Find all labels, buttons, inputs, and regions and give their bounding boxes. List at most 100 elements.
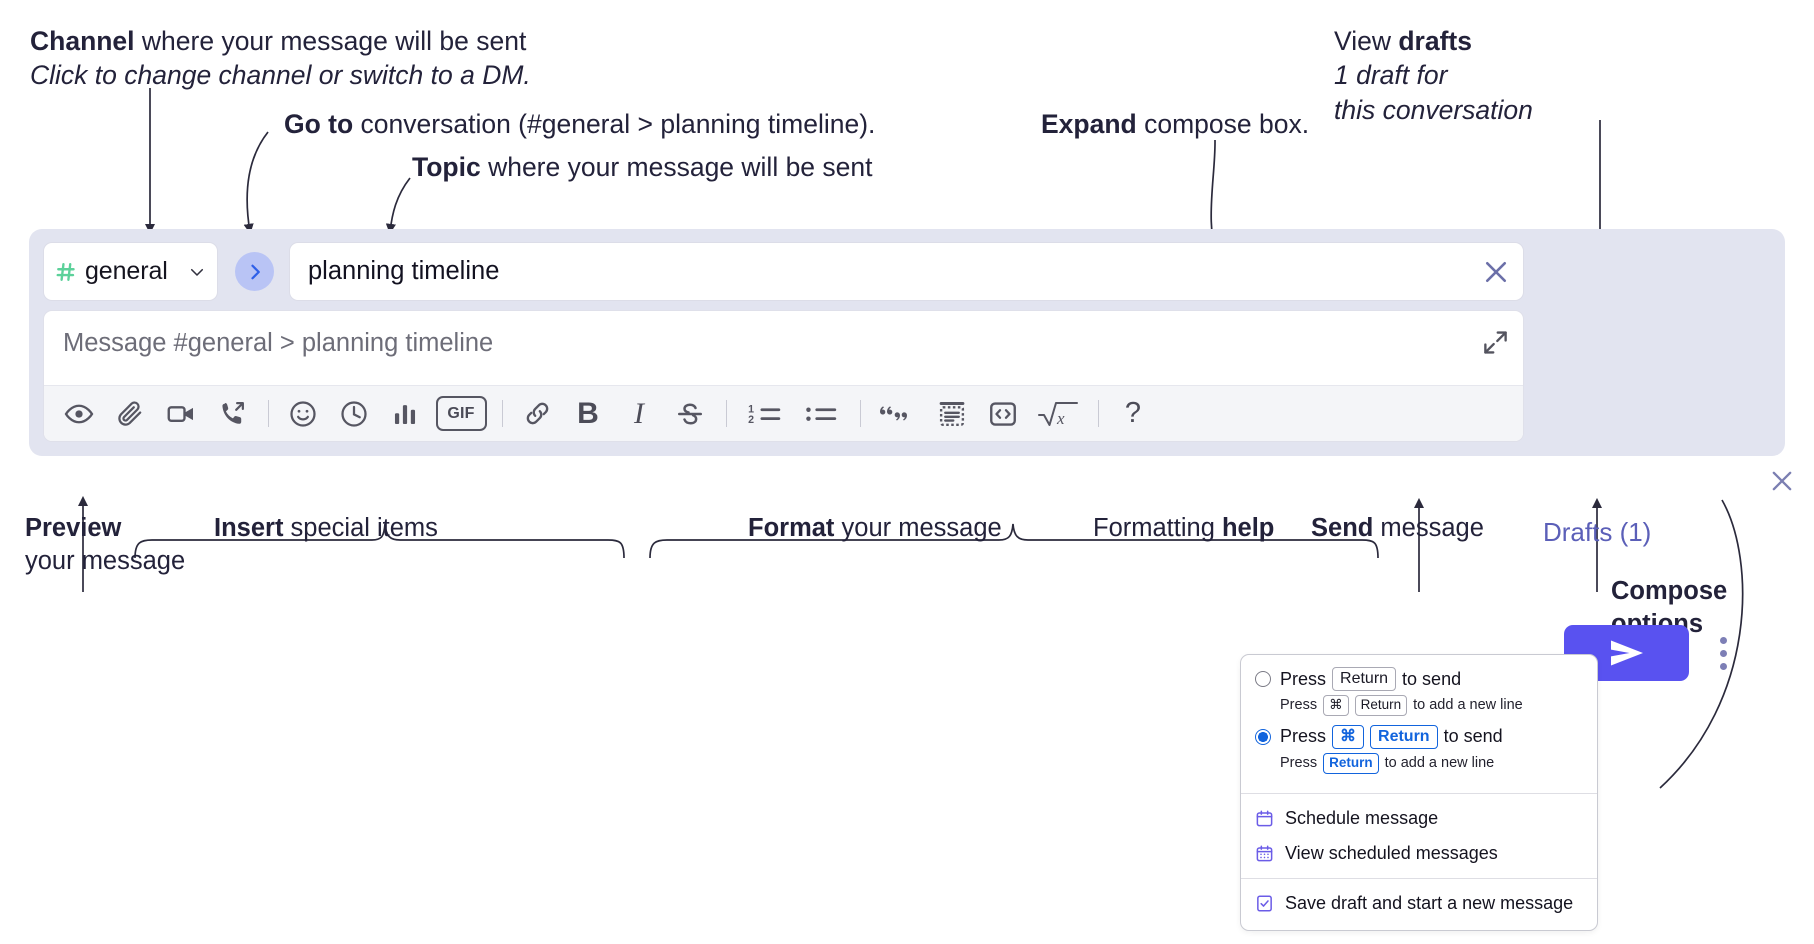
- expand-diagonal-icon[interactable]: [1482, 329, 1509, 356]
- italic-icon[interactable]: I: [618, 393, 660, 435]
- toolbar-divider: [502, 400, 503, 427]
- annotation-insert-rest: special items: [283, 514, 438, 542]
- help-question-icon[interactable]: ?: [1112, 393, 1154, 435]
- radio-selected-icon[interactable]: [1255, 728, 1271, 745]
- key-return: Return: [1323, 752, 1379, 774]
- annotation-goto-bold: Go to: [284, 109, 354, 139]
- toolbar-divider: [268, 400, 269, 427]
- channel-selector[interactable]: general: [43, 242, 218, 301]
- toolbar-divider: [1098, 400, 1099, 427]
- compose-widget: general planning timeline Message #gener…: [29, 229, 1792, 681]
- topic-value: planning timeline: [308, 257, 500, 285]
- bulleted-list-icon[interactable]: [797, 393, 845, 435]
- compose-options-menu: Press Return to send Press ⌘ Return to a…: [1240, 654, 1598, 931]
- close-icon[interactable]: [1481, 257, 1511, 287]
- send-option-return-post: to send: [1402, 668, 1462, 689]
- annotation-format-bold: Format: [748, 514, 835, 542]
- close-icon[interactable]: [1768, 467, 1796, 495]
- send-option-cmd-return[interactable]: Press ⌘ Return to send: [1241, 724, 1597, 749]
- formatting-toolbar: GIF B I: [44, 385, 1523, 441]
- blockquote-icon[interactable]: [874, 393, 922, 435]
- hint-post: to add a new line: [1384, 755, 1495, 772]
- italic-glyph: I: [634, 396, 644, 430]
- annotation-help-plain: Formatting: [1093, 514, 1222, 542]
- annotation-goto: Go to conversation (#general > planning …: [284, 107, 875, 141]
- compose-options-button[interactable]: [1709, 625, 1737, 681]
- menu-item-label: View scheduled messages: [1285, 842, 1498, 863]
- link-icon[interactable]: [516, 393, 558, 435]
- annotation-channel-sub: Click to change channel or switch to a D…: [30, 60, 531, 91]
- gif-icon[interactable]: GIF: [435, 393, 487, 435]
- clock-icon[interactable]: [333, 393, 375, 435]
- annotation-drafts-sub1: 1 draft for: [1334, 60, 1448, 91]
- compose-left-column: general planning timeline Message #gener…: [43, 242, 1524, 442]
- send-option-return-pre: Press: [1280, 668, 1327, 689]
- annotation-topic-rest: where your message will be sent: [480, 152, 873, 182]
- annotation-channel: Channel where your message will be sent …: [30, 24, 531, 93]
- send-option-cmd-return-pre: Press: [1280, 726, 1327, 747]
- drafts-link[interactable]: Drafts (1): [1543, 517, 1652, 547]
- annotation-preview-bold: Preview: [25, 514, 122, 542]
- send-option-cmd-return-hint: Press Return to add a new line: [1241, 752, 1597, 774]
- annotation-send-bold: Send: [1311, 514, 1374, 542]
- annotation-drafts: View drafts 1 draft for this conversatio…: [1334, 24, 1533, 127]
- calendar-icon: [1256, 810, 1273, 827]
- toolbar-divider: [860, 400, 861, 427]
- ordered-list-icon[interactable]: 1 2: [740, 393, 788, 435]
- paper-plane-icon: [1610, 640, 1643, 666]
- bar-chart-icon[interactable]: [384, 393, 426, 435]
- menu-item-save-draft[interactable]: Save draft and start a new message: [1241, 886, 1597, 921]
- vertical-dots-icon: [1719, 649, 1727, 657]
- hash-icon: [56, 262, 75, 281]
- annotation-topic-bold: Topic: [412, 152, 481, 182]
- annotation-help-bold: help: [1221, 514, 1275, 542]
- svg-text:2: 2: [748, 413, 754, 425]
- annotation-expand-bold: Expand: [1041, 109, 1137, 139]
- annotation-goto-rest: conversation (#general > planning timeli…: [353, 109, 876, 139]
- hint-post: to add a new line: [1413, 697, 1523, 714]
- svg-text:1: 1: [748, 403, 754, 415]
- menu-item-schedule-message[interactable]: Schedule message: [1241, 801, 1597, 836]
- calendar-dots-icon: [1256, 845, 1273, 862]
- strikethrough-icon[interactable]: [669, 393, 711, 435]
- menu-item-view-scheduled-messages[interactable]: View scheduled messages: [1241, 836, 1597, 871]
- hint-pre: Press: [1280, 697, 1318, 714]
- key-return: Return: [1354, 695, 1408, 716]
- annotation-insert: Insert special items: [214, 512, 438, 545]
- send-option-return[interactable]: Press Return to send: [1241, 667, 1597, 691]
- radio-unselected-icon[interactable]: [1255, 671, 1271, 687]
- annotation-format: Format your message: [748, 512, 1002, 545]
- bold-glyph: B: [577, 396, 599, 430]
- menu-item-label: Schedule message: [1285, 807, 1439, 828]
- annotation-help: Formatting help: [1093, 512, 1274, 545]
- video-camera-icon[interactable]: [160, 393, 202, 435]
- topic-input[interactable]: planning timeline: [289, 242, 1524, 301]
- emoji-smiley-icon[interactable]: [282, 393, 324, 435]
- annotation-preview-sub: your message: [25, 547, 186, 576]
- code-block-icon[interactable]: [931, 393, 973, 435]
- annotation-channel-rest: where your message will be sent: [134, 26, 527, 56]
- channel-name: general: [85, 257, 168, 285]
- inline-code-icon[interactable]: [982, 393, 1024, 435]
- vertical-dots-icon: [1719, 662, 1727, 670]
- key-command: ⌘: [1332, 724, 1365, 749]
- attach-paperclip-icon[interactable]: [109, 393, 151, 435]
- message-input-area[interactable]: Message #general > planning timeline: [43, 310, 1524, 442]
- bold-icon[interactable]: B: [567, 393, 609, 435]
- key-command: ⌘: [1323, 695, 1349, 716]
- goto-conversation-button[interactable]: [235, 252, 274, 291]
- vertical-dots-icon: [1719, 636, 1727, 644]
- annotation-drafts-bold: drafts: [1398, 26, 1472, 56]
- compose-header-row: general planning timeline: [43, 242, 1524, 301]
- audio-call-icon[interactable]: [211, 393, 253, 435]
- annotation-insert-bold: Insert: [214, 514, 284, 542]
- annotation-send-rest: message: [1373, 514, 1484, 542]
- help-glyph: ?: [1124, 397, 1142, 429]
- toolbar-divider: [726, 400, 727, 427]
- hint-pre: Press: [1280, 755, 1318, 772]
- annotation-expand: Expand compose box.: [1041, 107, 1309, 141]
- preview-eye-icon[interactable]: [58, 393, 100, 435]
- chevron-down-icon: [190, 268, 204, 276]
- save-draft-icon: [1257, 895, 1272, 912]
- math-icon[interactable]: x: [1033, 393, 1083, 435]
